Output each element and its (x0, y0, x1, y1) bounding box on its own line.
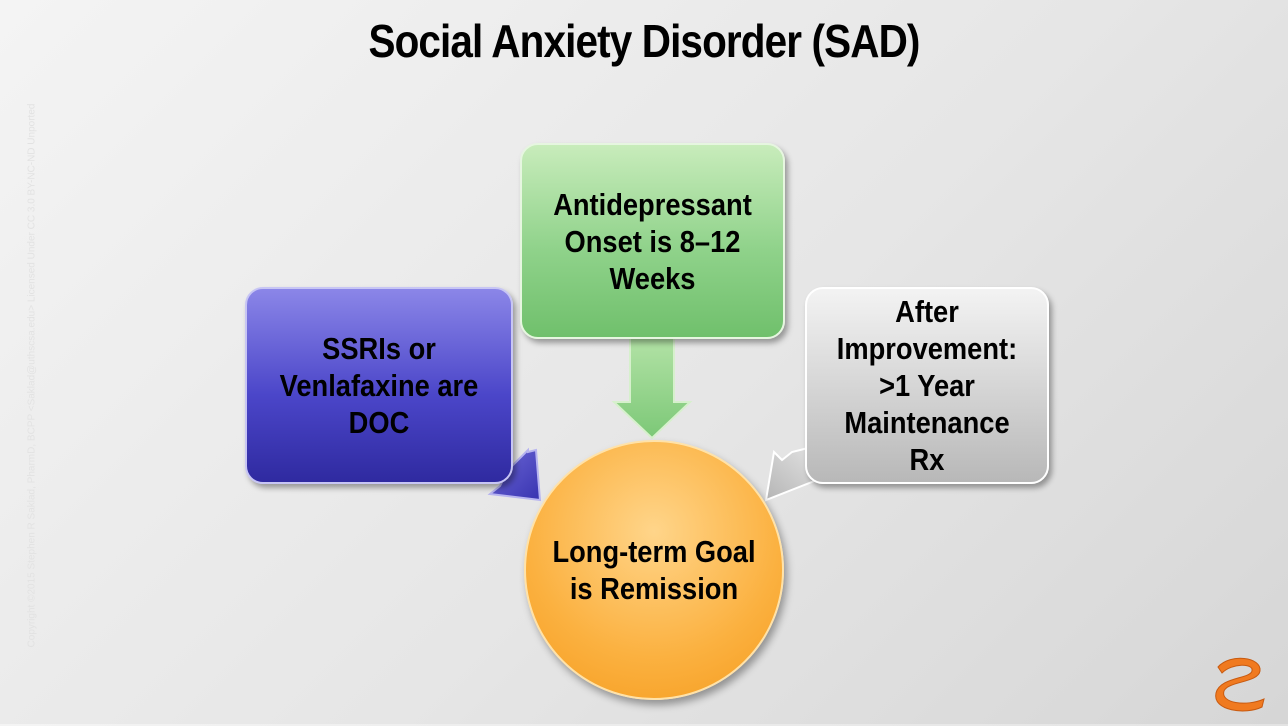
left-box-ssri: SSRIs or Venlafaxine are DOC (245, 287, 513, 484)
down-arrow (611, 334, 693, 440)
blue-arrow (487, 447, 542, 502)
left-box-text: SSRIs or Venlafaxine are DOC (279, 331, 479, 440)
right-box-maintenance: After Improvement: >1 Year Maintenance R… (805, 287, 1049, 484)
center-goal-circle: Long-term Goal is Remission (524, 440, 784, 700)
saklad-logo-icon (1215, 657, 1265, 712)
top-box-text: Antidepressant Onset is 8–12 Weeks (553, 186, 752, 296)
top-box-onset: Antidepressant Onset is 8–12 Weeks (520, 143, 785, 339)
center-goal-text: Long-term Goal is Remission (552, 534, 756, 606)
slide-title: Social Anxiety Disorder (SAD) (368, 15, 920, 67)
right-box-text: After Improvement: >1 Year Maintenance R… (836, 294, 1018, 477)
